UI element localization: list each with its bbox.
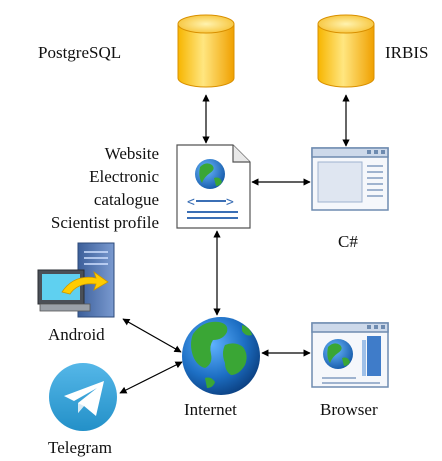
computer-server-icon: [37, 242, 115, 318]
irbis-label: IRBIS: [385, 43, 429, 62]
irbis-database-icon: [317, 14, 375, 88]
svg-text:<: <: [187, 195, 195, 210]
csharp-label: C#: [338, 232, 358, 251]
svg-text:>: >: [226, 195, 234, 210]
connector-arrows: [119, 94, 350, 394]
internet-label: Internet: [184, 400, 237, 419]
application-window-icon: [311, 147, 389, 211]
android-label: Android: [48, 325, 105, 344]
browser-window-globe-icon: [311, 322, 389, 388]
telegram-icon: [49, 363, 117, 431]
internet-globe-icon: [182, 317, 260, 395]
website-label-line-1: Website: [104, 144, 159, 163]
web-document-globe-icon: < >: [176, 144, 251, 229]
postgresql-database-icon: [177, 14, 235, 88]
website-label-line-2: Electronic: [89, 167, 159, 186]
browser-label: Browser: [320, 400, 378, 419]
website-label-line-4: Scientist profile: [50, 213, 159, 232]
website-label-line-3: catalogue: [93, 190, 159, 209]
postgresql-label: PostgreSQL: [38, 43, 122, 62]
telegram-label: Telegram: [48, 438, 112, 457]
edge-telegram-internet: [119, 361, 183, 394]
edge-android-internet: [122, 318, 182, 353]
